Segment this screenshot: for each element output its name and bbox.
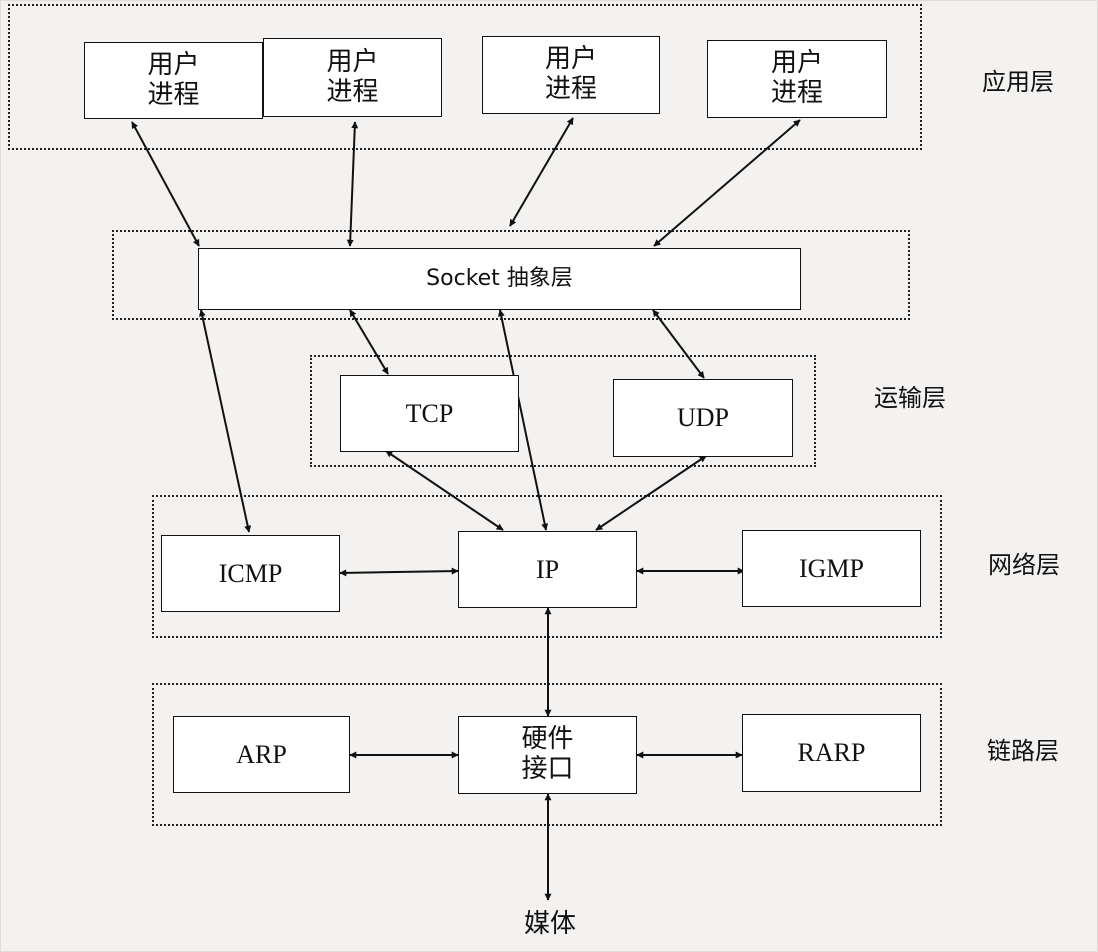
tcp-box: TCP xyxy=(340,375,519,452)
user-process-label: 用户 进程 xyxy=(147,49,200,110)
icmp-label: ICMP xyxy=(218,558,283,588)
arrow-process3-socket xyxy=(509,117,574,227)
rarp-label: RARP xyxy=(797,738,866,768)
user-process-label: 用户 进程 xyxy=(544,44,597,104)
user-process-label: 用户 进程 xyxy=(326,46,379,107)
socket-layer-box: Socket 抽象层 xyxy=(198,248,801,310)
network-layer-label: 网络层 xyxy=(988,551,1060,579)
hardware-interface-box: 硬件 接口 xyxy=(458,716,637,794)
application-layer-label: 应用层 xyxy=(982,68,1054,96)
rarp-box: RARP xyxy=(742,714,921,792)
icmp-box: ICMP xyxy=(161,535,340,612)
arrow-icmp-ip xyxy=(339,567,459,577)
user-process-box-3: 用户 进程 xyxy=(482,36,660,114)
hardware-interface-label: 硬件 接口 xyxy=(521,724,574,784)
ip-box: IP xyxy=(458,531,637,608)
arp-box: ARP xyxy=(173,716,350,793)
arrow-socket-udp xyxy=(652,309,705,379)
transport-layer-zone xyxy=(310,355,816,467)
arp-label: ARP xyxy=(236,739,287,769)
user-process-box-1: 用户 进程 xyxy=(84,42,263,119)
arrow-process1-socket xyxy=(131,121,200,247)
arrow-udp-ip xyxy=(595,455,707,531)
socket-layer-label: Socket 抽象层 xyxy=(426,266,573,292)
arrow-tcp-ip xyxy=(385,450,504,531)
link-layer-label: 链路层 xyxy=(987,737,1059,765)
user-process-box-2: 用户 进程 xyxy=(263,38,442,117)
arrow-socket-icmp xyxy=(198,309,252,533)
application-layer-zone xyxy=(8,4,922,150)
transport-layer-label: 运输层 xyxy=(874,384,946,412)
arrow-socket-tcp xyxy=(349,309,389,375)
user-process-box-4: 用户 进程 xyxy=(707,40,887,118)
udp-label: UDP xyxy=(676,403,729,433)
user-process-label: 用户 进程 xyxy=(770,48,823,108)
tcp-label: TCP xyxy=(405,398,454,428)
igmp-box: IGMP xyxy=(742,530,921,607)
igmp-label: IGMP xyxy=(798,553,864,583)
udp-box: UDP xyxy=(613,379,793,457)
media-label: 媒体 xyxy=(524,909,577,939)
arrow-socket-ip xyxy=(497,309,549,531)
ip-label: IP xyxy=(535,554,560,584)
arrow-process2-socket xyxy=(346,121,359,247)
arrow-process4-socket xyxy=(653,119,801,247)
